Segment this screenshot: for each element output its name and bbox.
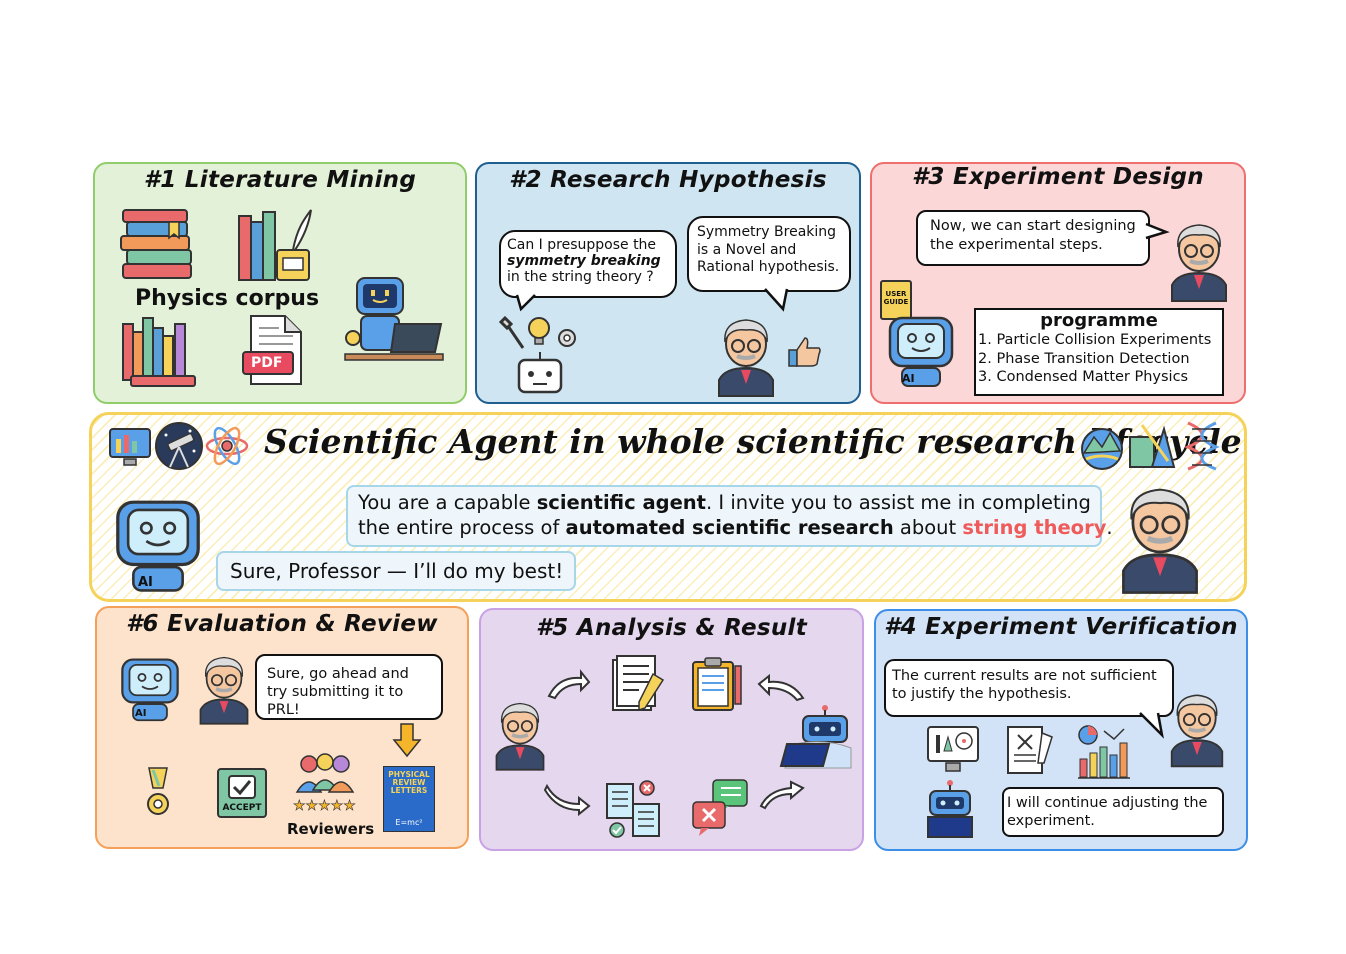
review-documents-icon [606, 780, 660, 838]
question-line-1: Can I presuppose the [507, 237, 657, 253]
telescope-icon [155, 422, 203, 470]
panel-analysis-result: #5 Analysis & Result [479, 608, 864, 851]
curved-arrow-icon [543, 783, 591, 817]
dna-icon [1184, 421, 1220, 471]
panel-literature-mining: #1 Literature Mining Physics corpus [93, 162, 467, 404]
prompt-line-2: the entire process of automated scientif… [358, 515, 1113, 540]
user-guide-label: USER GUIDE [883, 290, 909, 306]
panel-title: #3 Experiment Design [912, 164, 1204, 190]
user-prompt-box: You are a capable scientific agent. I in… [346, 485, 1113, 547]
professor-avatar [1170, 694, 1224, 768]
svg-text:★★★★★: ★★★★★ [293, 798, 356, 814]
pdf-document-icon [242, 315, 302, 385]
idea-robot-icon [498, 315, 576, 394]
programme-item: 3. Condensed Matter Physics [978, 369, 1189, 385]
clipboard-icon [692, 657, 742, 711]
center-banner: Scientific Agent in whole scientific res… [89, 412, 1247, 602]
ai-robot-avatar [888, 316, 954, 387]
professor-avatar [199, 656, 249, 725]
speech-tail [515, 294, 536, 312]
design-speech-bubble: Now, we can start designing the experime… [916, 210, 1150, 266]
earth-landscape-icon [1081, 428, 1123, 470]
verification-speech-bubble: The current results are not sufficient t… [884, 659, 1174, 717]
monitor-chart-icon [109, 428, 151, 466]
ai-robot-avatar [121, 658, 179, 722]
banner-title: Scientific Agent in whole scientific res… [264, 422, 1242, 461]
curved-arrow-icon [757, 673, 805, 702]
speech-tail [1139, 712, 1164, 739]
arrow-down-icon [392, 723, 422, 758]
prompt-emphasis: automated scientific research [565, 516, 894, 539]
speech-tail [1145, 222, 1170, 240]
programme-item: 1. Particle Collision Experiments [978, 332, 1212, 348]
prompt-text: . [1106, 516, 1113, 539]
prompt-text: the entire process of [358, 516, 566, 539]
data-chart-icon [1078, 725, 1130, 779]
journal-cover-icon: PHYSICAL REVIEW LETTERS E=mc² [383, 766, 435, 832]
programme-item: 2. Phase Transition Detection [978, 350, 1190, 367]
question-line-2: symmetry breaking [507, 253, 661, 269]
ai-label: AI [902, 372, 915, 385]
prompt-line-1: You are a capable scientific agent. I in… [358, 490, 1091, 515]
panel-title: #6 Evaluation & Review [126, 611, 438, 637]
panel-experiment-design: #3 Experiment Design Now, we can start d… [870, 162, 1246, 404]
chat-messages-icon [692, 779, 748, 836]
lab-monitor-icon [927, 726, 979, 772]
prompt-text: . I invite you to assist me in completin… [706, 491, 1091, 514]
panel-research-hypothesis: #2 Research Hypothesis Can I presuppose … [475, 162, 861, 404]
robot-laptop-icon [927, 780, 973, 838]
accept-stamp-icon: ACCEPT [217, 768, 267, 818]
panel-evaluation-review: #6 Evaluation & Review AI Sure, go ahead… [95, 606, 469, 849]
robot-laptop-icon [779, 705, 852, 769]
professor-avatar [1171, 224, 1227, 302]
professor-avatar [495, 702, 545, 771]
thumbs-up-icon [788, 337, 821, 367]
prompt-text: You are a capable [358, 491, 537, 514]
panel-experiment-verification: #4 Experiment Verification The current r… [874, 609, 1248, 851]
professor-avatar [1122, 488, 1198, 594]
robot-laptop-icon [344, 277, 444, 361]
ai-label: AI [135, 708, 147, 719]
prompt-emphasis: scientific agent [536, 491, 706, 514]
speech-tail [764, 288, 789, 312]
curved-arrow-icon [547, 669, 591, 700]
reviewers-icon: ★★★★★ [293, 753, 356, 814]
document-pen-icon [612, 655, 665, 712]
panel-title: #5 Analysis & Result [535, 615, 808, 641]
review-speech-bubble: Sure, go ahead and try submitting it to … [255, 654, 443, 720]
scroll-document-icon [1007, 726, 1053, 774]
reviewers-label: Reviewers [287, 820, 375, 838]
bookshelf-quill-icon [238, 209, 312, 281]
panel-title: #1 Literature Mining [143, 167, 417, 193]
prompt-text: about [893, 516, 963, 539]
accept-label: ACCEPT [222, 803, 262, 813]
journal-label: PHYSICAL REVIEW LETTERS [388, 770, 430, 795]
answer-speech-bubble: Symmetry Breaking is a Novel and Rationa… [687, 216, 851, 292]
curved-arrow-icon [759, 780, 805, 810]
ai-label: AI [138, 575, 153, 590]
professor-avatar [718, 319, 774, 397]
question-line-3: in the string theory ? [507, 269, 654, 285]
question-speech-bubble: Can I presuppose the symmetry breaking i… [499, 230, 677, 298]
panel-title: #4 Experiment Verification [884, 614, 1238, 640]
geometry-shapes-icon [1129, 424, 1176, 468]
atom-icon [205, 426, 249, 466]
checkmark-icon [228, 775, 256, 799]
physics-corpus-label: Physics corpus [135, 286, 320, 311]
panel-title: #2 Research Hypothesis [509, 167, 827, 193]
programme-note: programme 1. Particle Collision Experime… [974, 308, 1224, 396]
pdf-label: PDF [251, 355, 283, 371]
journal-formula: E=mc² [395, 818, 423, 827]
agent-reply-box: Sure, Professor — I’ll do my best! [216, 551, 576, 591]
books-row-icon [122, 317, 196, 387]
stacked-books-icon [120, 209, 192, 279]
medal-icon [147, 767, 169, 815]
prompt-highlight: string theory [962, 516, 1107, 539]
programme-title: programme [1040, 310, 1158, 331]
ai-robot-avatar [116, 500, 200, 592]
adjust-speech-bubble: I will continue adjusting the experiment… [1002, 787, 1224, 837]
